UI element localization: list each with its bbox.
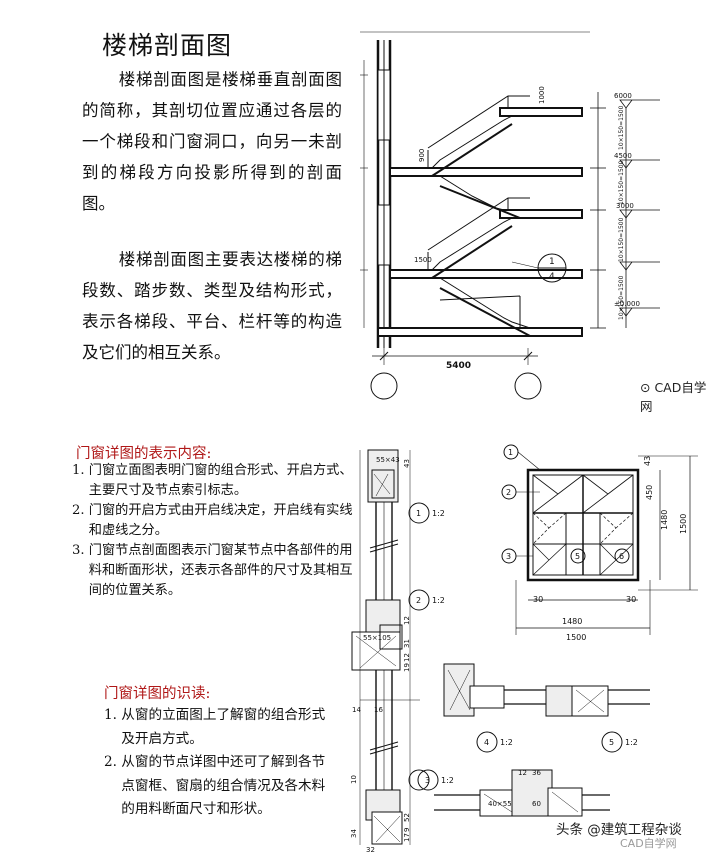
dim-30-left: 30 — [533, 595, 543, 604]
small-dim: 17 — [403, 833, 411, 842]
dim-1500-label: 1500 — [414, 256, 432, 264]
small-dim: 14 — [352, 706, 361, 714]
size-label-40x55: 40×55 — [488, 800, 512, 808]
section-scale-3: 1:2 — [441, 776, 454, 785]
window-reading-list: 1. 从窗的立面图上了解窗的组合形式及开启方式。 2. 从窗的节点详图中还可了解… — [104, 704, 326, 822]
list-item: 1. 从窗的立面图上了解窗的组合形式及开启方式。 — [104, 707, 326, 747]
level-6000: 6000 — [614, 92, 632, 100]
small-dim: 43 — [403, 459, 411, 468]
section-label-1: 1 — [416, 509, 421, 518]
small-dim: 19 — [403, 663, 411, 672]
elev-width: 1500 — [566, 633, 586, 642]
small-dim: 32 — [366, 846, 375, 854]
run-label-2: 10×150=1500 — [618, 160, 625, 205]
list-item: 2. 从窗的节点详图中还可了解到各节点窗框、窗扇的组合情况及各木料的用料断面尺寸… — [104, 754, 326, 817]
size-label-36: 36 — [532, 769, 541, 777]
size-label-55x105: 55×105 — [363, 634, 391, 642]
section-label-5: 5 — [609, 738, 614, 747]
small-dim: 31 — [403, 639, 411, 648]
elev-width-inner: 1480 — [562, 617, 582, 626]
elev-height: 1500 — [679, 514, 688, 534]
run-label-3: 10×150=1500 — [618, 217, 625, 262]
dim-450: 450 — [645, 485, 654, 500]
stair-section-drawing — [360, 31, 660, 400]
small-dim: 12 — [403, 653, 411, 662]
small-dim: 52 — [403, 813, 411, 822]
window-horizontal-section-4 — [443, 663, 534, 753]
stair-section-title: 楼梯剖面图 — [102, 31, 233, 60]
section-label-3: 3 — [425, 776, 430, 785]
rail-height-label: 1000 — [538, 86, 546, 104]
small-dim: 9 — [403, 828, 411, 832]
dim-30-right: 30 — [626, 595, 636, 604]
window-detail-list: 1. 门窗立面图表明门窗的组合形式、开启方式、主要尺寸及节点索引标志。 2. 门… — [72, 461, 357, 601]
window-elevation-drawing — [501, 444, 698, 635]
window-vertical-section — [351, 449, 430, 845]
list-item: 1. 门窗立面图表明门窗的组合形式、开启方式、主要尺寸及节点索引标志。 — [72, 463, 353, 498]
mark-5: 5 — [575, 552, 580, 561]
list-item: 2. 门窗的开启方式由开启线决定，开启线有实线和虚线之分。 — [72, 503, 353, 538]
window-horizontal-section-5 — [534, 685, 650, 753]
detail-index-bottom: 4 — [549, 272, 555, 282]
section-label-4: 4 — [484, 738, 489, 747]
level-zero: ±0.000 — [614, 300, 640, 308]
small-dim: 16 — [374, 706, 383, 714]
watermark-top: ⊙ CAD自学网 — [640, 380, 707, 414]
list-item: 3. 门窗节点剖面图表示门窗某节点中各部件的用料和断面形状，还表示各部件的尺寸及… — [72, 543, 353, 598]
level-3000: 3000 — [616, 202, 634, 210]
dim-43: 43 — [643, 456, 652, 466]
stair-paragraph-2: 楼梯剖面图主要表达楼梯的梯段数、踏步数、类型及结构形式，表示各梯段、平台、栏杆等… — [82, 250, 342, 362]
window-reading-heading: 门窗详图的识读: — [104, 686, 211, 702]
span-dimension: 5400 — [446, 361, 471, 371]
elev-height-inner: 1480 — [660, 510, 669, 530]
window-horizontal-section-3 — [417, 769, 610, 817]
mark-1: 1 — [508, 448, 513, 457]
mark-2: 2 — [506, 488, 511, 497]
section-scale-2: 1:2 — [432, 596, 445, 605]
run-label-1: 10×150=1500 — [618, 105, 625, 150]
window-detail-heading: 门窗详图的表示内容: — [76, 446, 212, 462]
small-dim: 12 — [403, 616, 411, 625]
run-label-4: 10×150=1500 — [618, 275, 625, 320]
section-scale-5: 1:2 — [625, 738, 638, 747]
level-4500: 4500 — [614, 152, 632, 160]
stair-paragraph-1: 楼梯剖面图是楼梯垂直剖面图的简称，其剖切位置应通过各层的一个梯段和门窗洞口，向另… — [82, 70, 342, 213]
section-scale-1: 1:2 — [432, 509, 445, 518]
dim-900-label: 900 — [418, 149, 426, 162]
mark-3: 3 — [506, 552, 511, 561]
size-label-60: 60 — [532, 800, 541, 808]
small-dim: 10 — [350, 775, 358, 784]
watermark-bottom: 头条 @建筑工程杂谈 — [556, 822, 682, 838]
section-label-2: 2 — [416, 596, 421, 605]
detail-index-top: 1 — [549, 257, 555, 267]
section-scale-4: 1:2 — [500, 738, 513, 747]
size-label-12: 12 — [518, 769, 527, 777]
mark-6: 6 — [619, 552, 624, 561]
watermark-faint: CAD自学网 — [620, 837, 677, 850]
size-label-55x43: 55×43 — [376, 456, 400, 464]
small-dim: 34 — [350, 829, 358, 838]
wechat-icon: ⊙ — [640, 380, 655, 395]
